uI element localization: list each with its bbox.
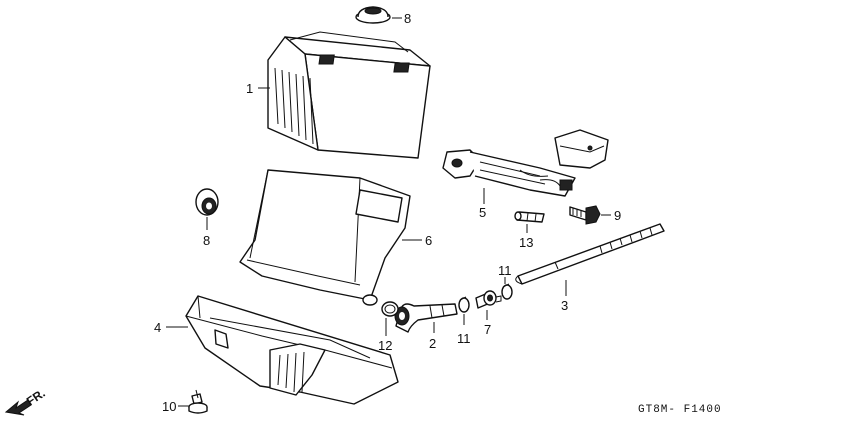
callout-3: 3 [561,298,568,313]
callout-9: 9 [614,208,621,223]
clip-11-upper-part [501,283,513,300]
grommet-left-part [195,188,219,216]
callout-11-bottom: 11 [457,331,471,346]
callout-6: 6 [425,233,432,248]
callout-13: 13 [519,235,533,250]
callout-4: 4 [154,320,161,335]
callout-5: 5 [479,205,486,220]
callout-1: 1 [246,81,253,96]
battery-case-part [239,169,411,306]
front-direction-arrow-icon [4,399,32,416]
elbow-tube-part [394,303,458,333]
clip-11-lower-part [458,296,470,313]
callout-8-left: 8 [203,233,210,248]
battery-cover-part [185,295,399,405]
bolt-10-part [188,389,208,414]
grommet-top-part [355,6,391,24]
diagram-code: GT8M- F1400 [638,404,722,416]
breather-tube-part [515,223,665,285]
callout-11-top: 11 [498,263,512,278]
bracket-assembly-part [442,129,609,197]
connector-7-part [475,290,502,309]
callout-2: 2 [429,336,436,351]
callout-7: 7 [484,322,491,337]
clip-12-part [381,301,399,317]
callout-8-top: 8 [404,11,411,26]
callout-12: 12 [378,338,392,353]
battery-part [267,31,431,159]
callout-10: 10 [162,399,176,414]
bolt-9-part [569,205,601,225]
fuse-13-part [514,211,545,223]
